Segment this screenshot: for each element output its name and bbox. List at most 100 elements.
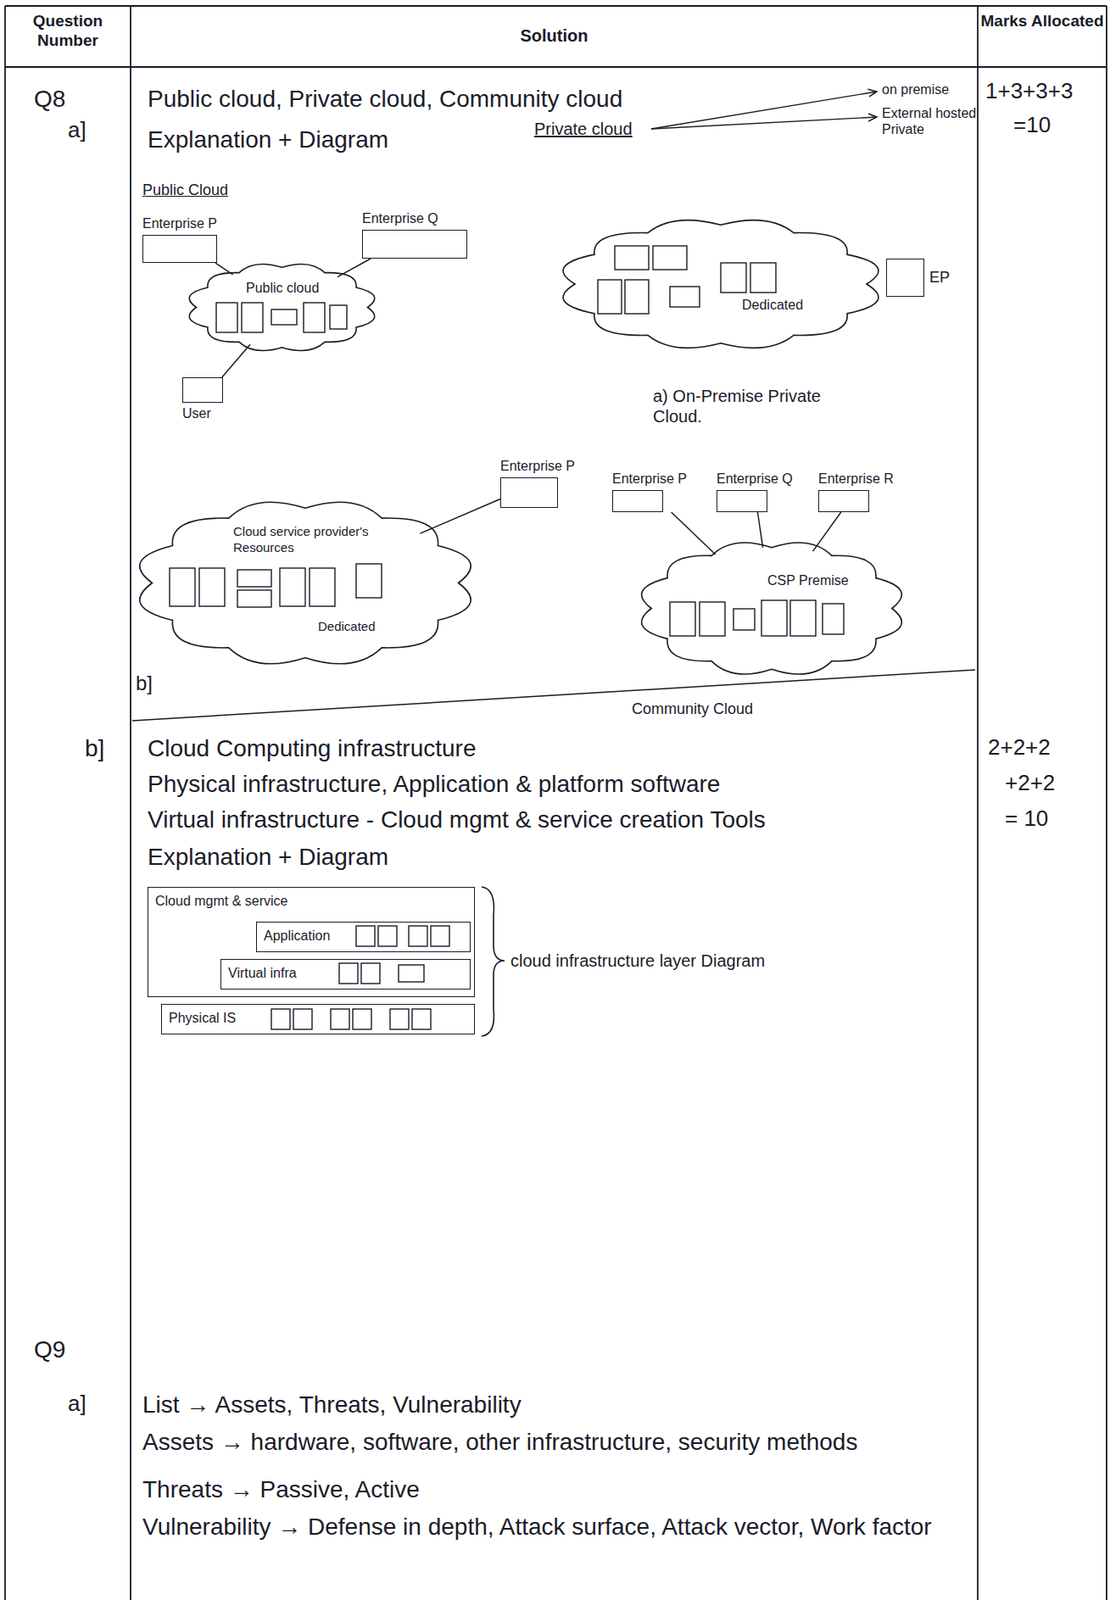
layer-box: Application	[256, 921, 471, 953]
server-icon	[597, 279, 622, 314]
server-icon	[237, 569, 272, 587]
server-icon	[390, 1009, 409, 1030]
box-outline	[612, 490, 664, 513]
box-outline	[716, 490, 768, 513]
server-icon	[614, 245, 649, 270]
server-icon	[279, 568, 306, 607]
node-text: Physical IS	[168, 1009, 468, 1027]
box-outline	[182, 377, 224, 403]
server-icon	[669, 286, 700, 307]
curly-bracket	[481, 886, 505, 1037]
note: on premise	[881, 81, 949, 98]
server-icon	[408, 925, 428, 947]
table-line	[976, 5, 979, 1600]
table-line	[5, 66, 1107, 68]
node-text: Enterprise P	[500, 457, 575, 475]
node-text: Enterprise P	[612, 470, 687, 488]
separator-line	[132, 669, 976, 721]
node-text: Dedicated	[741, 296, 804, 314]
marks: =10	[1013, 111, 1051, 139]
cloud-shape: Dedicated	[551, 211, 891, 357]
column-header: Question Number	[5, 11, 131, 51]
column-header: Solution	[130, 25, 978, 46]
table-line	[5, 5, 1107, 7]
server-icon	[720, 262, 747, 293]
enterprise-box: Enterprise Q	[716, 470, 793, 513]
enterprise-box: EP	[886, 258, 950, 297]
server-icon	[652, 245, 687, 270]
marks: +2+2	[1004, 769, 1055, 797]
private-cloud-arrows	[651, 91, 877, 129]
answer-line: Assets → hardware, software, other infra…	[142, 1427, 978, 1457]
table-grid	[5, 5, 1107, 1600]
layer-box: Cloud mgmt & serviceApplicationVirtual i…	[147, 886, 475, 998]
node-text: Dedicated	[317, 619, 376, 636]
answer-line: Threats → Passive, Active	[142, 1475, 978, 1505]
answer-line: Public cloud, Private cloud, Community c…	[147, 84, 975, 114]
node-text: Cloud mgmt & service	[155, 892, 468, 910]
cloud-outline	[551, 211, 891, 357]
node-text: Community Cloud	[631, 699, 754, 720]
enterprise-box: Enterprise P	[500, 457, 575, 508]
server-icons	[169, 245, 844, 1030]
server-icon	[339, 963, 358, 984]
box-outline	[362, 229, 468, 259]
cloud-outline-path	[139, 502, 471, 664]
box-outline	[142, 234, 218, 263]
enterprise-box: Enterprise Q	[362, 210, 468, 259]
cloud-shape: CSP PremiseCommunity Cloud	[631, 534, 912, 726]
diagram-caption: a) On-Premise Private Cloud.	[652, 385, 874, 427]
server-icon	[356, 563, 382, 598]
answer-line: Physical infrastructure, Application & p…	[147, 769, 975, 799]
answer-line: List → Assets, Threats, Vulnerability	[142, 1390, 978, 1420]
part-label: b]	[135, 671, 153, 697]
part-label: a]	[67, 117, 87, 144]
connector-line	[671, 512, 716, 555]
diagram-heading: Private cloud	[534, 118, 633, 140]
answer-line: Cloud Computing infrastructure	[147, 734, 975, 764]
server-icon	[309, 568, 335, 607]
table-line	[129, 5, 132, 1600]
diagram-caption: cloud infrastructure layer Diagram	[510, 950, 765, 971]
server-icon	[352, 1009, 372, 1030]
marks: = 10	[1004, 805, 1049, 832]
table-line	[4, 5, 6, 1600]
server-icon	[237, 590, 272, 608]
question-number: Q9	[33, 1335, 66, 1365]
node-text: EP	[929, 267, 950, 288]
marks: 1+3+3+3	[985, 78, 1073, 105]
server-icon	[669, 602, 696, 636]
part-label: b]	[84, 734, 105, 764]
server-icon	[412, 1009, 431, 1030]
node-text: CSP Premise	[767, 572, 849, 590]
cloud-outline	[631, 534, 912, 683]
cloud-outline-path	[641, 542, 903, 675]
node-text: Virtual infra	[228, 964, 463, 982]
box-outline	[500, 477, 558, 508]
server-icon	[330, 1009, 350, 1030]
note: External hosted Private	[881, 105, 977, 138]
connector-line	[757, 512, 763, 548]
box-outline	[818, 490, 870, 513]
user-box: User	[182, 377, 224, 423]
cloud-outline	[182, 258, 382, 357]
table-line	[1105, 5, 1108, 1600]
server-icon	[169, 568, 196, 607]
connector-line	[222, 344, 251, 378]
node-text: Enterprise Q	[362, 210, 439, 228]
cloud-outline	[127, 491, 484, 675]
server-icon	[216, 302, 238, 333]
node-text: Cloud service provider's Resources	[233, 524, 395, 557]
server-icon	[329, 305, 347, 330]
enterprise-box: Enterprise R	[818, 470, 894, 513]
server-icon	[199, 568, 225, 607]
server-icon	[356, 925, 375, 947]
node-text: Application	[263, 927, 463, 945]
box-outline	[886, 258, 925, 297]
answer-line: Virtual infrastructure - Cloud mgmt & se…	[147, 805, 975, 835]
server-icon	[624, 279, 649, 314]
server-icon	[822, 603, 844, 635]
server-icon	[293, 1009, 313, 1030]
